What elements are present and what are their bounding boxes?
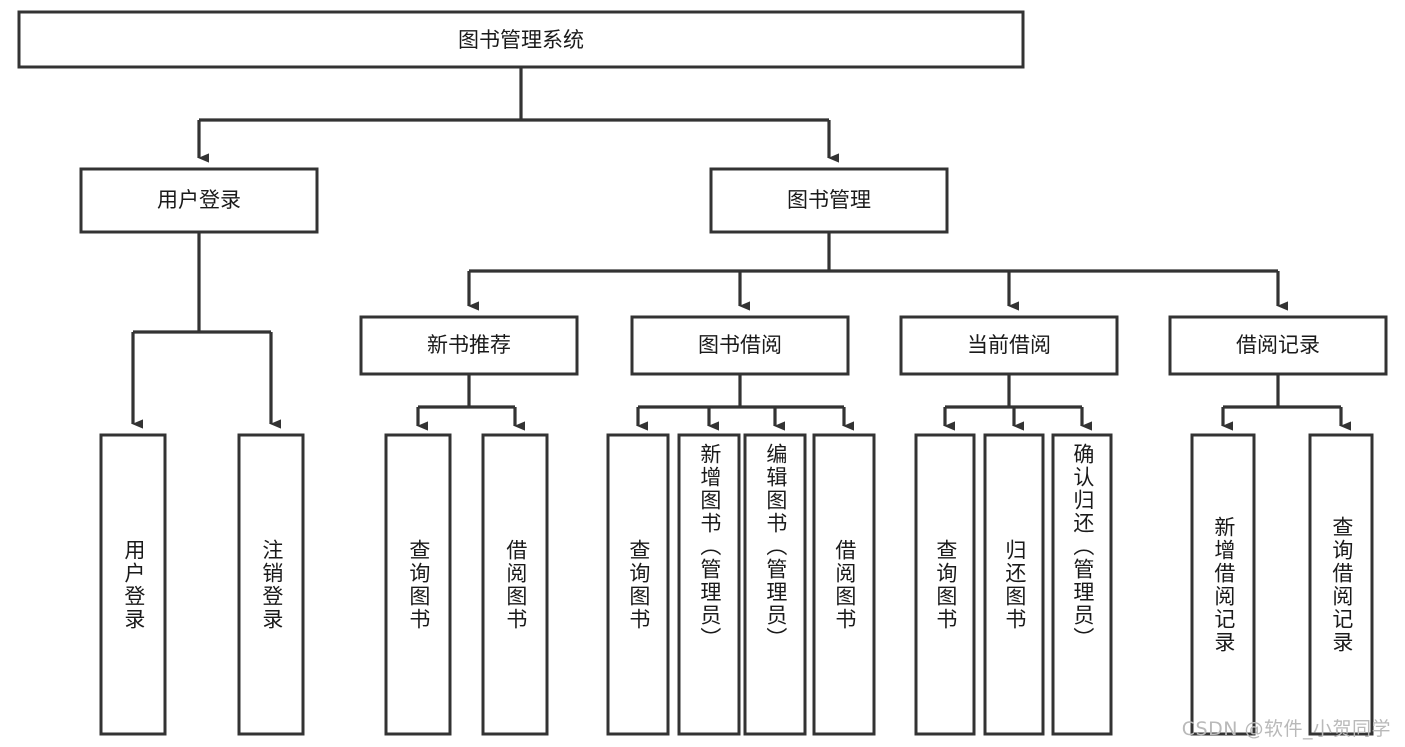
connector-group-book-manage [467,232,1288,311]
leaf-boxes-group [99,433,1374,736]
leaf-box-query-borrow-record[interactable] [1308,433,1374,736]
leaf-box-return-book[interactable] [983,433,1045,736]
connector-group-root [197,67,839,163]
leaf-box-borrow-books-new[interactable] [481,433,549,736]
node-root-system[interactable]: 图书管理系统 [17,10,1025,69]
node-current-borrow-label: 当前借阅 [967,333,1051,357]
connector-group-book-borrow [636,374,854,431]
leaf-box-edit-book-admin[interactable] [743,433,807,736]
leaf-box-query-books-cur[interactable] [914,433,976,736]
leaf-box-add-borrow-record[interactable] [1190,433,1256,736]
node-book-management-label: 图书管理 [787,188,871,212]
watermark-text: CSDN @软件_小贺同学 [1181,718,1391,740]
leaf-box-add-book-admin[interactable] [677,433,741,736]
leaf-box-confirm-return[interactable] [1051,433,1113,736]
node-borrow-records[interactable]: 借阅记录 [1168,315,1388,376]
connector-group-new-books [416,374,525,431]
node-new-book-recommend-label: 新书推荐 [427,333,511,357]
leaf-box-query-books-new[interactable] [384,433,452,736]
leaf-box-user-logout[interactable] [237,433,305,736]
leaf-box-borrow-book[interactable] [812,433,876,736]
node-user-login-label: 用户登录 [157,188,241,212]
node-new-book-recommend[interactable]: 新书推荐 [359,315,579,376]
connector-group-user-login [131,232,281,429]
node-book-borrow[interactable]: 图书借阅 [630,315,850,376]
connector-group-current-borrow [943,374,1092,431]
node-root-system-label: 图书管理系统 [458,28,584,52]
node-book-borrow-label: 图书借阅 [698,333,782,357]
leaf-box-query-books[interactable] [606,433,670,736]
leaf-box-user-login[interactable] [99,433,167,736]
node-current-borrow[interactable]: 当前借阅 [899,315,1119,376]
node-book-management[interactable]: 图书管理 [709,167,949,234]
node-user-login[interactable]: 用户登录 [79,167,319,234]
node-borrow-records-label: 借阅记录 [1236,333,1320,357]
connector-group-borrow-records [1221,374,1351,431]
